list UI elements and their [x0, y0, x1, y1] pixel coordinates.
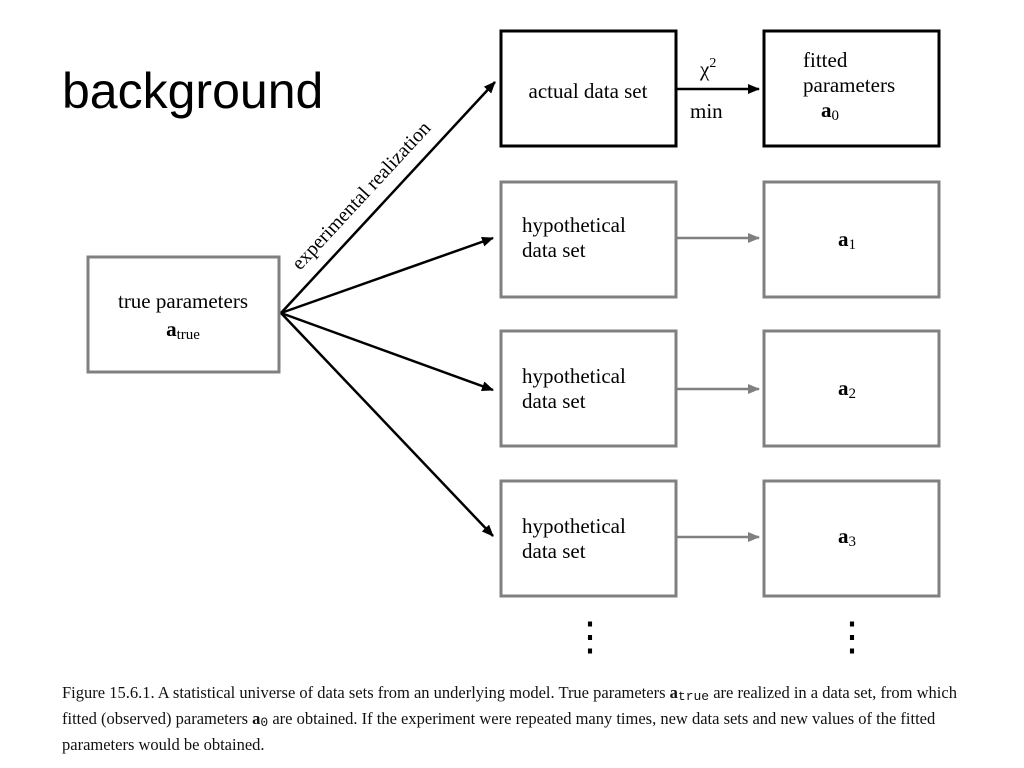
- true-parameters-label: true parameters: [118, 289, 248, 313]
- parameters-node-2: a2: [762, 329, 941, 448]
- ellipsis-left: ⋮: [570, 614, 610, 659]
- arrow-to-hypothetical-1: [280, 236, 494, 315]
- actual-data-set-node: actual data set: [499, 29, 678, 148]
- arrow-to-hypothetical-2: [280, 311, 494, 392]
- fitted-line2: parameters: [803, 73, 895, 97]
- parameter-a1: a1: [838, 227, 856, 253]
- caption-symbol-a-zero: a: [252, 709, 261, 728]
- arrow-to-hypothetical-3: [280, 312, 494, 537]
- hypothetical-label-2a: hypothetical: [522, 364, 626, 388]
- fitted-line1: fitted: [803, 48, 848, 72]
- slide-title: background: [62, 63, 324, 119]
- min-label: min: [690, 99, 723, 123]
- parameter-a3: a3: [838, 524, 856, 550]
- parameter-a2: a2: [838, 376, 856, 402]
- hypothetical-data-set-node-2: hypothetical data set: [499, 329, 678, 448]
- chi-squared-label: χ2: [699, 56, 716, 81]
- experimental-realization-label: experimental realization: [288, 117, 436, 274]
- parameters-node-1: a1: [762, 180, 941, 299]
- hypothetical-label-1b: data set: [522, 238, 586, 262]
- true-parameters-node: true parameters atrue: [86, 255, 281, 374]
- arrow-to-actual: [280, 81, 496, 314]
- ellipsis-right: ⋮: [832, 614, 872, 659]
- hypothetical-label-1a: hypothetical: [522, 213, 626, 237]
- hypothetical-label-3b: data set: [522, 539, 586, 563]
- parameters-node-3: a3: [762, 479, 941, 598]
- hypothetical-data-set-node-1: hypothetical data set: [499, 180, 678, 299]
- hypothetical-label-2b: data set: [522, 389, 586, 413]
- hypothetical-data-set-node-3: hypothetical data set: [499, 479, 678, 598]
- hypothetical-label-3a: hypothetical: [522, 514, 626, 538]
- true-parameters-symbol: atrue: [166, 317, 200, 343]
- actual-data-set-label: actual data set: [529, 79, 648, 103]
- figure-caption: Figure 15.6.1. A statistical universe of…: [62, 683, 957, 754]
- fitted-parameters-node: fitted parameters a0: [762, 29, 941, 148]
- caption-symbol-a-true: a: [669, 683, 678, 702]
- fitted-symbol: a0: [821, 98, 839, 124]
